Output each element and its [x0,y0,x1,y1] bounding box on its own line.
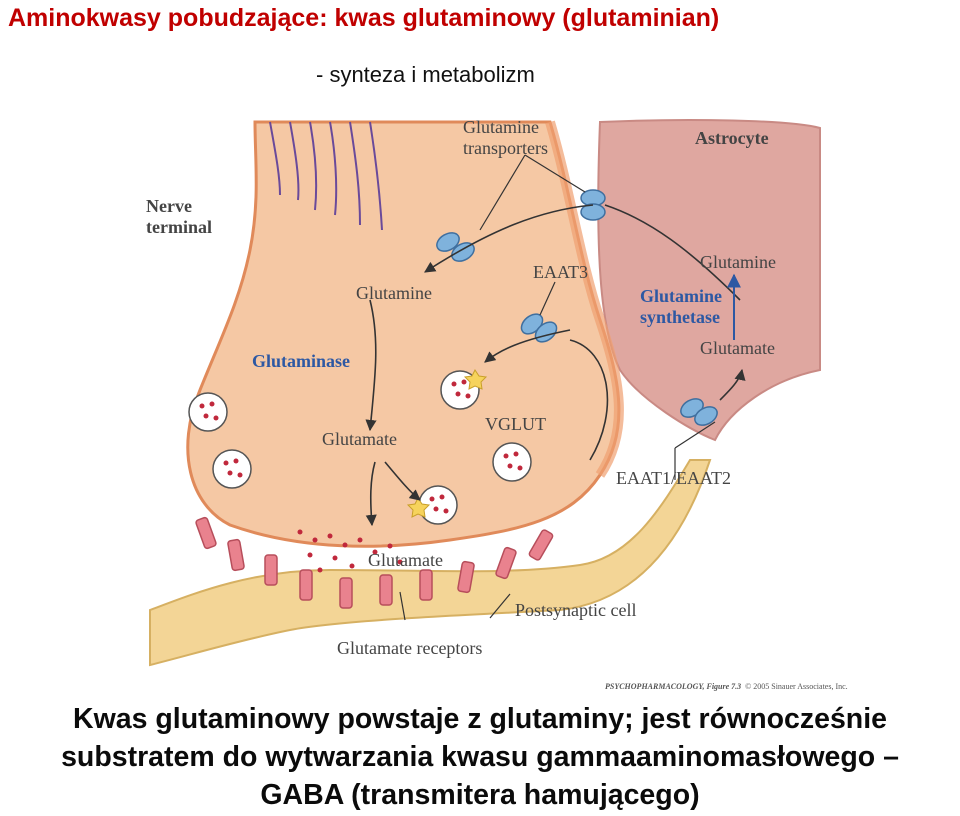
label-glutamate-left: Glutamate [322,429,397,449]
label-glutamate-right: Glutamate [700,338,775,358]
label-astrocyte: Astrocyte [695,128,769,148]
label-glutamate-cleft: Glutamate [368,550,443,570]
figure-credit-source: PSYCHOPHARMACOLOGY, Figure 7.3 [605,682,741,691]
caption-line-1: Kwas glutaminowy powstaje z glutaminy; j… [73,703,887,735]
label-glutamate-receptors: Glutamate receptors [337,638,482,658]
glutamate-receptors [195,516,554,609]
astrocyte-cell [597,119,821,442]
label-glutamine-transporters-1: Glutamine [463,117,539,137]
label-glutamine-synthetase-1: Glutamine [640,286,722,306]
label-glutamine-transporters-2: transporters [463,138,548,158]
label-vglut: VGLUT [485,414,546,434]
pathway-arrows [365,204,746,527]
slide-subtitle: - synteza i metabolizm [316,62,535,87]
slide-title: Aminokwasy pobudzające: kwas glutaminowy… [8,4,720,32]
membrane-transporters [436,189,718,426]
label-pointers [399,154,716,621]
vesicles [188,370,532,525]
vesicle-glutamate-dots [199,379,523,514]
figure-credit: PSYCHOPHARMACOLOGY, Figure 7.3 © 2005 Sin… [605,682,848,691]
vglut-transporters [406,369,488,518]
label-nerve-terminal-1: Nerve [146,196,192,216]
postsynaptic-cell [149,459,712,667]
axon-fibres [269,121,383,231]
label-eaat3: EAAT3 [533,262,588,282]
caption-line-3: GABA (transmitera hamującego) [260,779,700,811]
slide-caption: Kwas glutaminowy powstaje z glutaminy; j… [0,700,960,814]
label-glutamine-right: Glutamine [700,252,776,272]
figure-credit-copyright: © 2005 Sinauer Associates, Inc. [745,682,848,691]
label-glutamine-left: Glutamine [356,283,432,303]
label-glutamine-synthetase-2: synthetase [640,307,720,327]
glutamate-synapse-diagram: Glutamine transporters Astrocyte Nerve t… [146,117,848,691]
cleft-glutamate-dots [297,529,403,573]
caption-line-2: substratem do wytwarzania kwasu gammaami… [61,741,899,773]
label-glutaminase: Glutaminase [252,351,350,371]
label-eaat1-eaat2: EAAT1/EAAT2 [616,468,731,488]
label-nerve-terminal-2: terminal [146,217,212,237]
nerve-terminal-membrane [545,120,624,478]
label-postsynaptic-cell: Postsynaptic cell [515,600,636,620]
